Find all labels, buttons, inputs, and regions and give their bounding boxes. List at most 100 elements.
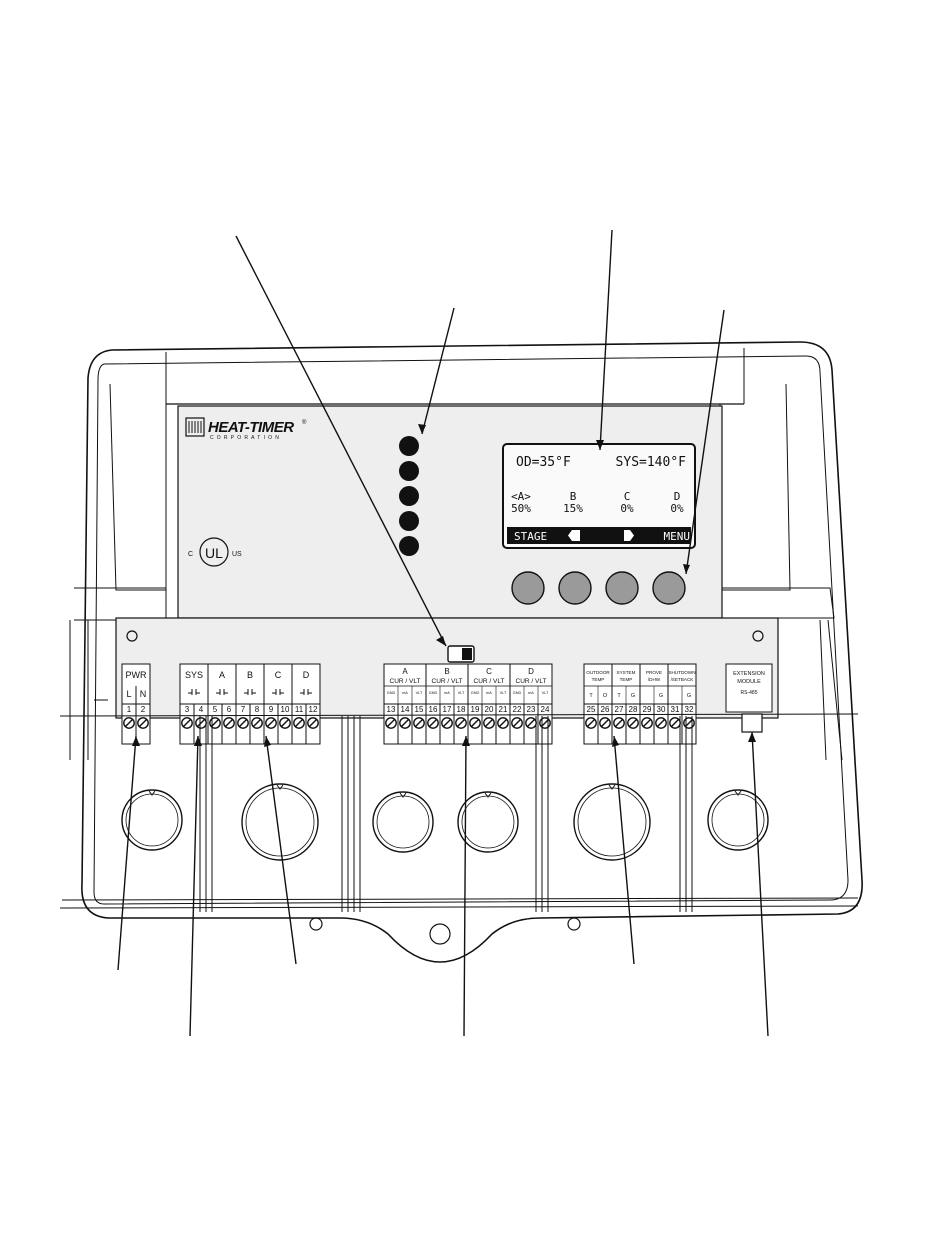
conduit-knockout (457, 791, 519, 853)
screw-slot (401, 719, 409, 727)
screw-slot (629, 719, 637, 727)
terminal-number: 23 (527, 705, 536, 714)
analog-group-label: C (486, 667, 492, 676)
push-button-4[interactable] (652, 571, 686, 605)
terminal-number: 26 (601, 705, 610, 714)
lcd-zone-value: 0% (670, 502, 684, 515)
screw-slot (657, 719, 665, 727)
heat-timer-logo: HEAT-TIMER ® CORPORATION (185, 417, 307, 441)
screw-slot (527, 719, 535, 727)
sensor-pin-label: T (617, 693, 621, 699)
callout-lines (117, 229, 769, 1037)
terminal-number: 25 (587, 705, 596, 714)
indicator-lights (399, 436, 419, 556)
screw-slot (253, 719, 261, 727)
screw-slot (485, 719, 493, 727)
analog-pin-label: mA (444, 691, 450, 695)
arrowheads (132, 424, 756, 747)
terminal-number: 17 (443, 705, 452, 714)
left-arrow-icon (568, 530, 580, 541)
relay-contact-icon (216, 689, 228, 695)
panel-screw-right (752, 630, 764, 642)
analog-pin-label: GND (429, 691, 438, 695)
terminal-number: 16 (429, 705, 438, 714)
terminal-number: 1 (127, 705, 132, 714)
terminal-number: 27 (615, 705, 624, 714)
indicator-light-3 (399, 486, 419, 506)
conduit-knockouts (121, 783, 769, 861)
terminal-number: 21 (499, 705, 508, 714)
ul-left: C (188, 551, 193, 558)
analog-mode-label: CUR / VLT (390, 678, 421, 685)
lcd-sys: SYS=140°F (616, 455, 687, 470)
analog-pin-label: VLT (458, 691, 465, 695)
terminal-number: 6 (227, 705, 232, 714)
screw-slot (295, 719, 303, 727)
screw-slot (125, 719, 133, 727)
screw-slot (197, 719, 205, 727)
conduit-knockout (573, 783, 651, 861)
slide-switch[interactable] (447, 645, 475, 663)
relay-group-label: SYS (185, 670, 203, 680)
screw-slot (429, 719, 437, 727)
lcd-zone-value: 50% (511, 502, 531, 515)
lcd-zone-label: C (624, 490, 631, 503)
screw-slot (541, 719, 549, 727)
screw-slot (139, 719, 147, 727)
analog-pin-label: GND (471, 691, 480, 695)
terminal-number: 31 (671, 705, 680, 714)
screw-slot (415, 719, 423, 727)
lcd-zone-label: <A> (511, 490, 531, 503)
conduit-knockout (372, 791, 434, 853)
screw-slot (239, 719, 247, 727)
sensor-group-label: /DHW (648, 677, 661, 682)
terminal-number: 14 (401, 705, 410, 714)
softkey-menu: MENU (664, 530, 691, 543)
ul-center: UL (205, 545, 223, 561)
sensor-pin-label: T (589, 693, 593, 699)
relay-contact-icon (272, 689, 284, 695)
sensor-pin-label: G (659, 693, 663, 699)
screw-slot (225, 719, 233, 727)
power-line-label: L (126, 689, 131, 699)
brand-name: HEAT-TIMER (208, 419, 294, 436)
analog-pin-label: mA (528, 691, 534, 695)
mount-hole-left (309, 917, 323, 931)
housing (69, 341, 863, 963)
relay-label-box (179, 663, 321, 705)
terminal-number: 7 (241, 705, 246, 714)
power-title: PWR (126, 670, 147, 680)
mounting-holes (309, 917, 581, 945)
conduit-knockout (121, 789, 183, 851)
screw-slot (211, 719, 219, 727)
terminal-number: 10 (281, 705, 290, 714)
relay-contact-icon (244, 689, 256, 695)
push-button-2[interactable] (558, 571, 592, 605)
sensor-pin-label: G (631, 693, 635, 699)
screw-slot (309, 719, 317, 727)
conduit-knockout (241, 783, 319, 861)
lcd-od: OD=35°F (516, 455, 571, 470)
sensor-pin-label: O (603, 693, 608, 699)
ul-certification-mark: UL C US (188, 537, 242, 567)
sensor-group-label: OUTDOOR (586, 670, 610, 675)
lcd-zone-label: B (570, 490, 577, 503)
lcd-zone-value: 15% (563, 502, 583, 515)
push-button-3[interactable] (605, 571, 639, 605)
terminal-number: 15 (415, 705, 424, 714)
panel-screw-left (126, 630, 138, 642)
push-button-1[interactable] (511, 571, 545, 605)
analog-mode-label: CUR / VLT (474, 678, 505, 685)
lcd-display: OD=35°F SYS=140°F <A>50%B15%C0%D0% STAGE… (502, 443, 696, 549)
terminal-number: 4 (199, 705, 204, 714)
terminal-number: 24 (541, 705, 550, 714)
screw-slot (513, 719, 521, 727)
softkey-stage: STAGE (514, 530, 547, 543)
extension-module-connector (741, 713, 763, 733)
screw-slot (471, 719, 479, 727)
indicator-light-5 (399, 536, 419, 556)
mount-hole-center (429, 923, 451, 945)
terminal-number: 13 (387, 705, 396, 714)
terminal-number: 28 (629, 705, 638, 714)
